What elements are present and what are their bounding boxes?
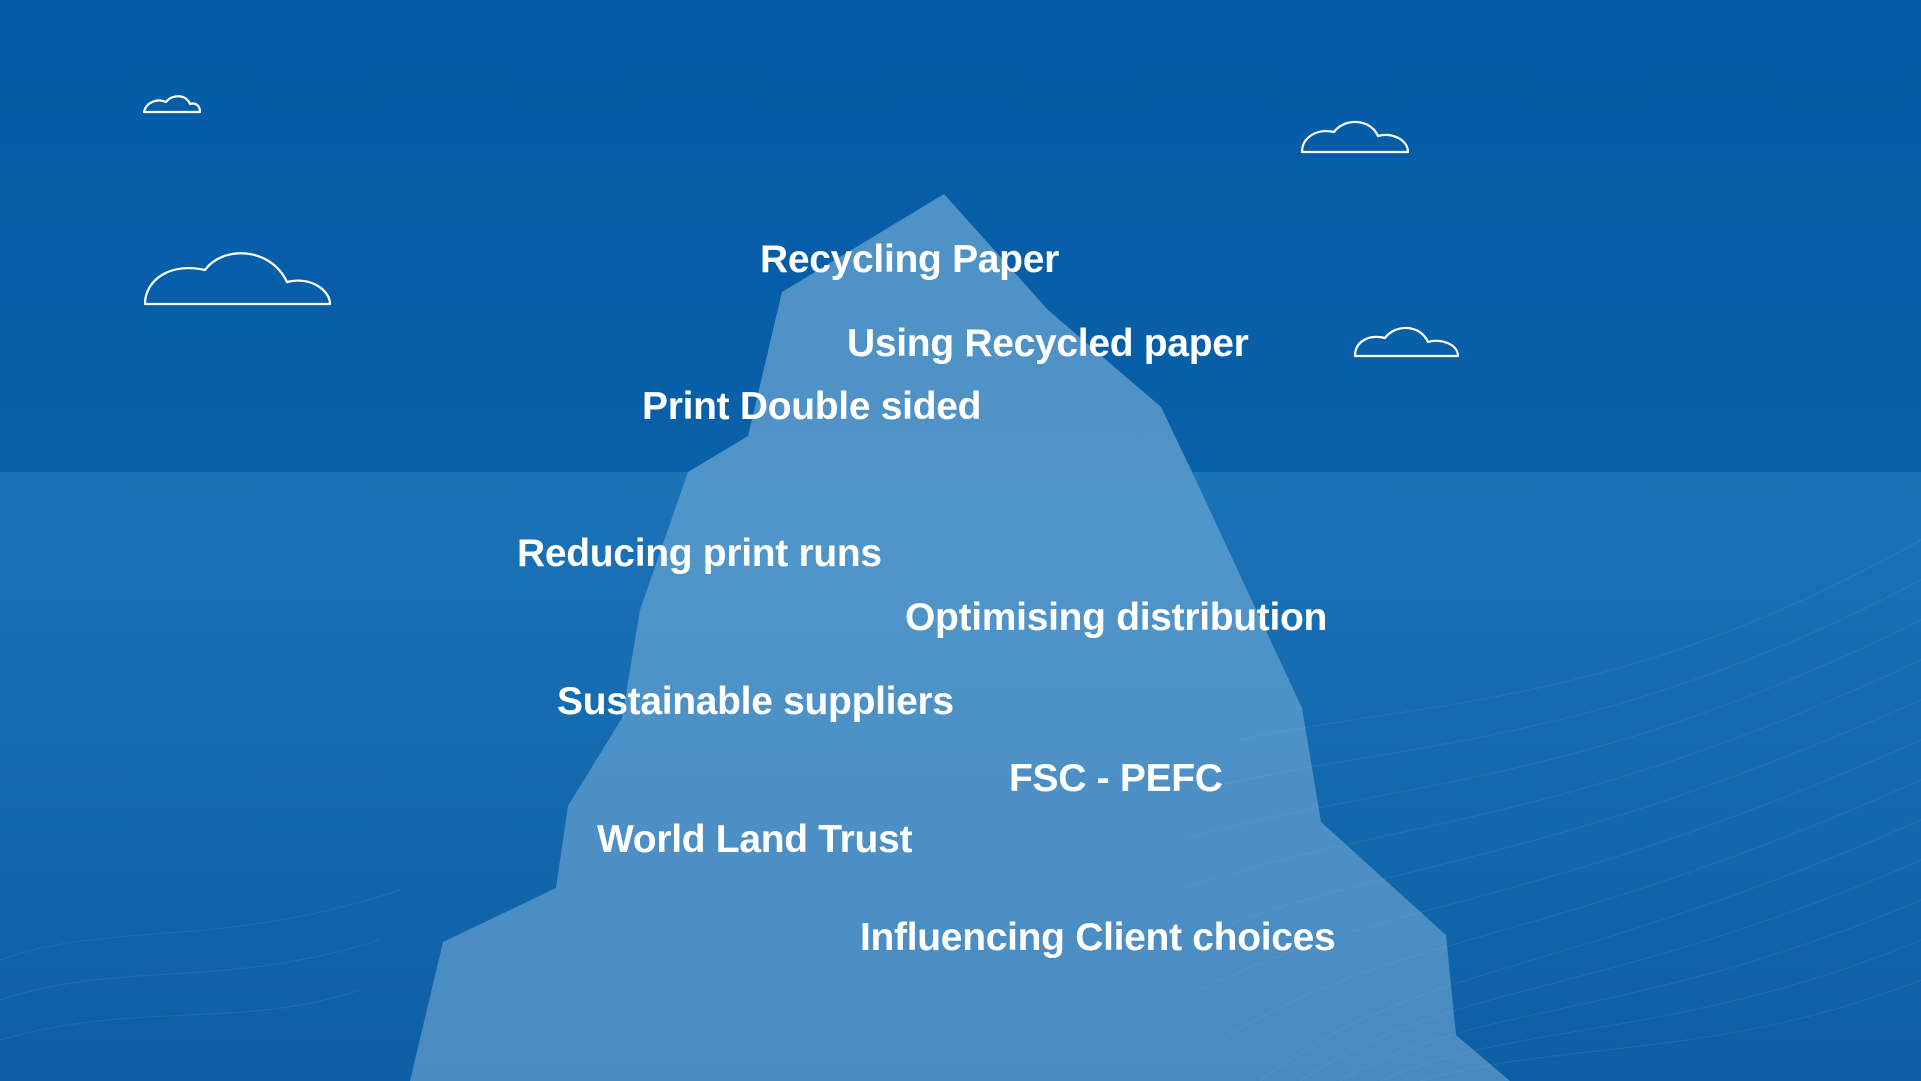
label-influencing-client-choices: Influencing Client choices [860, 916, 1336, 959]
label-reducing-print-runs: Reducing print runs [517, 532, 882, 575]
wave-pattern [0, 539, 1921, 1081]
iceberg [410, 194, 1510, 1081]
sky [0, 0, 1921, 472]
label-using-recycled-paper: Using Recycled paper [847, 322, 1249, 365]
cloud-icon [1300, 120, 1410, 154]
sea [0, 472, 1921, 1081]
cloud-icon [1353, 326, 1460, 358]
cloud-icon [143, 252, 332, 306]
label-print-double-sided: Print Double sided [642, 385, 982, 428]
label-sustainable-suppliers: Sustainable suppliers [557, 680, 954, 723]
clouds [142, 95, 1460, 358]
iceberg-tip [688, 194, 1192, 472]
label-fsc-pefc: FSC - PEFC [1009, 757, 1223, 800]
cloud-icon [142, 95, 202, 114]
label-optimising-distribution: Optimising distribution [905, 596, 1328, 639]
label-world-land-trust: World Land Trust [597, 818, 913, 861]
label-recycling-paper: Recycling Paper [760, 238, 1059, 281]
